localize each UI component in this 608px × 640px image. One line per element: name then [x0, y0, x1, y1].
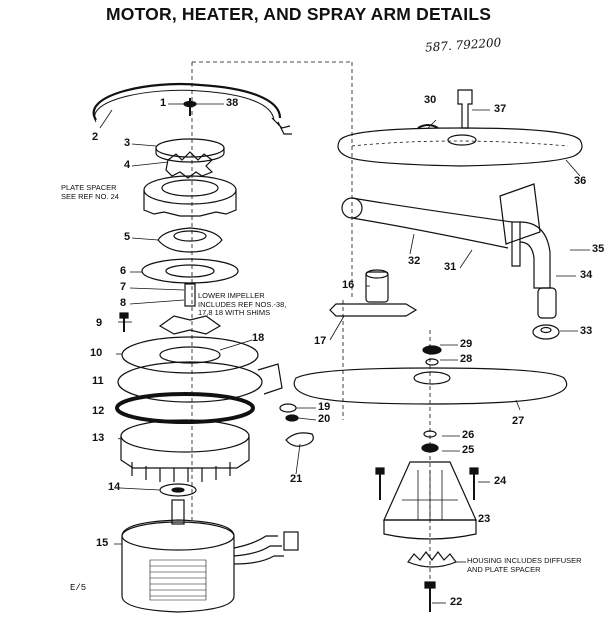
part-label-33: 33 — [580, 325, 593, 337]
part-37-bolt — [457, 89, 473, 129]
housing-note: HOUSING INCLUDES DIFFUSER AND PLATE SPAC… — [467, 556, 582, 574]
part-label-32: 32 — [408, 255, 421, 267]
part-10-plate — [121, 336, 259, 374]
part-label-10: 10 — [90, 347, 103, 359]
part-label-21: 21 — [290, 473, 303, 485]
part-12-ring — [115, 392, 255, 424]
part-label-19: 19 — [318, 401, 331, 413]
part-3-disc — [155, 138, 225, 158]
heater-element-drawing — [92, 82, 292, 135]
part-label-14: 14 — [108, 481, 121, 493]
part-label-7: 7 — [120, 281, 127, 293]
lower-impeller-drawing — [158, 315, 222, 335]
part-21-clamp — [285, 432, 314, 447]
part-label-38: 38 — [226, 97, 239, 109]
part-label-34: 34 — [580, 269, 593, 281]
page-code: E/5 — [70, 583, 87, 593]
part-label-36: 36 — [574, 175, 587, 187]
part-label-35: 35 — [592, 243, 605, 255]
part-6-gasket — [141, 258, 239, 284]
part-label-12: 12 — [92, 405, 105, 417]
diffuser-drawing — [407, 551, 457, 568]
part-13-housing — [120, 419, 250, 453]
part-label-17: 17 — [314, 335, 327, 347]
part-16-bracket — [365, 271, 389, 303]
part-11-plate — [117, 361, 263, 403]
part-label-3: 3 — [124, 137, 131, 149]
upper-spray-arm — [337, 127, 583, 167]
part-label-16: 16 — [342, 279, 355, 291]
plate-spacer-note: PLATE SPACER SEE REF NO. 24 — [61, 183, 119, 201]
diagram-title: MOTOR, HEATER, AND SPRAY ARM DETAILS — [106, 4, 492, 24]
part-label-1: 1 — [160, 97, 167, 109]
part-label-4: 4 — [124, 159, 131, 171]
part-5-cover — [157, 227, 223, 253]
part-label-23: 23 — [478, 513, 491, 525]
motor-drawing — [121, 499, 299, 613]
part-label-24: 24 — [494, 475, 507, 487]
part-17-plate — [329, 303, 418, 317]
part-4-impeller — [165, 151, 214, 179]
part-label-2: 2 — [92, 131, 99, 143]
part-33-nut — [532, 324, 560, 340]
part-label-13: 13 — [92, 432, 105, 444]
part-label-20: 20 — [318, 413, 331, 425]
part-label-28: 28 — [460, 353, 473, 365]
part-label-26: 26 — [462, 429, 475, 441]
part-label-37: 37 — [494, 103, 507, 115]
part-label-27: 27 — [512, 415, 525, 427]
part-label-9: 9 — [96, 317, 103, 329]
part-label-29: 29 — [460, 338, 473, 350]
part-label-8: 8 — [120, 297, 127, 309]
part-label-25: 25 — [462, 444, 475, 456]
lower-spray-arm — [293, 367, 568, 405]
part-label-5: 5 — [124, 231, 131, 243]
part-label-15: 15 — [96, 537, 109, 549]
lower-impeller-note: LOWER IMPELLER INCLUDES REF NOS.-38, 17,… — [198, 291, 287, 317]
part-label-11: 11 — [92, 375, 104, 387]
part-label-31: 31 — [444, 261, 457, 273]
part-8-impeller-hub — [184, 283, 196, 307]
part-label-22: 22 — [450, 596, 463, 608]
part-label-18: 18 — [252, 332, 265, 344]
part-label-6: 6 — [120, 265, 127, 277]
part-label-30: 30 — [424, 94, 437, 106]
